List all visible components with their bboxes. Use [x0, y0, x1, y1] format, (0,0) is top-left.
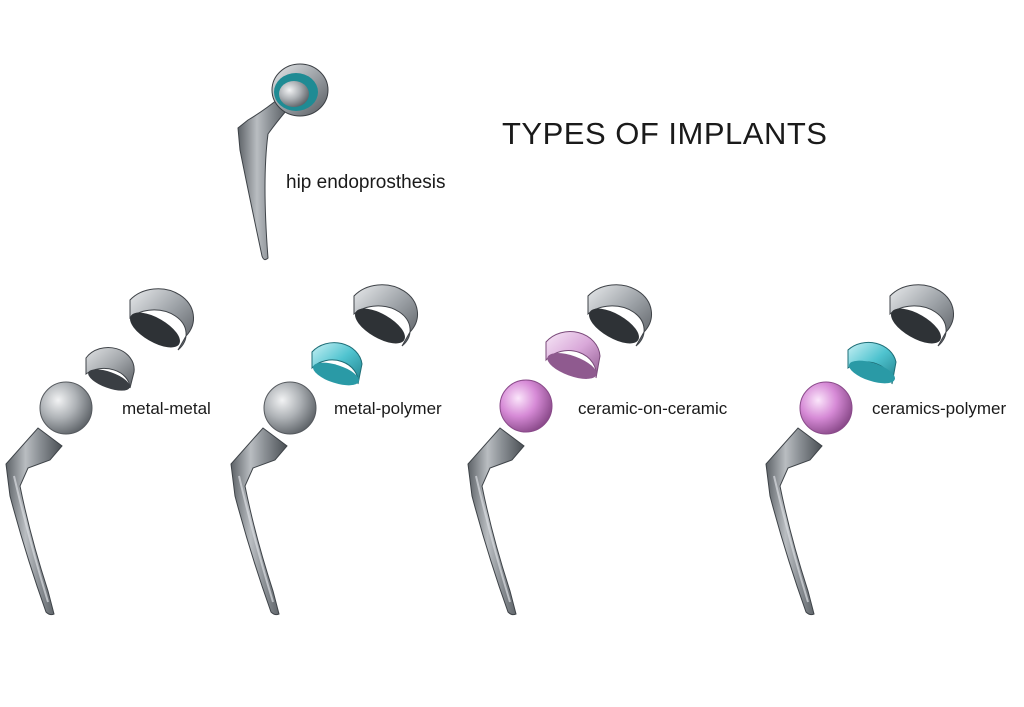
metal-metal-label: metal-metal — [122, 399, 211, 418]
ceramic-on-ceramic-label: ceramic-on-ceramic — [578, 399, 728, 418]
implant-ceramic-on-ceramic-drawing — [467, 284, 653, 616]
metal-polymer-label: metal-polymer — [334, 399, 442, 418]
implant-metal-metal-drawing — [5, 288, 195, 616]
hip-endoprosthesis-label: hip endoprosthesis — [286, 172, 446, 193]
ceramics-polymer-label: ceramics-polymer — [872, 399, 1007, 418]
page-title: TYPES OF IMPLANTS — [502, 116, 828, 151]
hip-endoprosthesis-drawing — [237, 63, 329, 261]
implant-metal-polymer-drawing — [230, 284, 419, 616]
implant-ceramics-polymer-drawing — [765, 284, 955, 616]
